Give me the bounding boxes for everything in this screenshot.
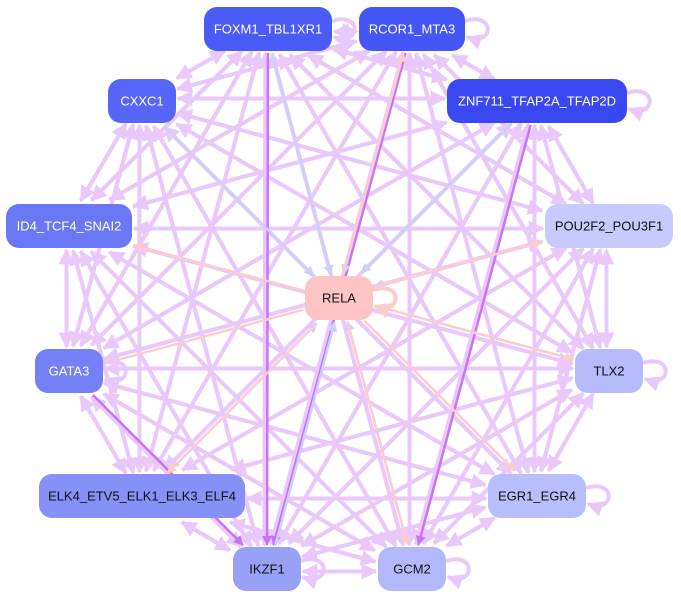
- self-loops-layer: [102, 17, 668, 590]
- edge-ikzf1-to-cxxc1: [141, 124, 261, 547]
- edge-tlx2-to-cxxc1: [175, 122, 573, 355]
- edges-layer: [58, 23, 615, 580]
- node-label: RELA: [322, 291, 356, 306]
- edge-rela-to-elk4_etv5_elk1_elk3_elf4: [166, 322, 318, 475]
- edge-rela-to-pou2f2_pou3f1: [374, 239, 544, 288]
- edge-pou2f2_pou3f1-to-rcor1_mta3: [432, 53, 585, 206]
- self-loop-tlx2: [642, 359, 668, 392]
- node-label: CXXC1: [120, 94, 163, 109]
- edge-gcm2-to-znf711_tfap2a_tfap2d: [414, 122, 533, 545]
- node-label: ZNF711_TFAP2A_TFAP2D: [458, 94, 616, 109]
- self-loop-ikzf1: [300, 557, 326, 590]
- self-loop-gcm2: [445, 557, 471, 590]
- edge-elk4_etv5_elk1_elk3_elf4-to-pou2f2_pou3f1: [181, 246, 568, 472]
- node-pou2f2_pou3f1[interactable]: POU2F2_POU3F1: [545, 204, 673, 248]
- node-box: [233, 547, 301, 591]
- node-rela[interactable]: RELA: [305, 276, 373, 320]
- node-box: [35, 349, 103, 393]
- edge-elk4_etv5_elk1_elk3_elf4-to-foxm1_tbl1xr1: [144, 50, 264, 472]
- node-label: GCM2: [393, 562, 431, 577]
- node-box: [575, 349, 643, 393]
- node-elk4_etv5_elk1_elk3_elf4[interactable]: ELK4_ETV5_ELK1_ELK3_ELF4: [39, 474, 245, 518]
- node-box: [447, 79, 627, 123]
- edge-id4_tcf4_snai2-to-cxxc1: [79, 122, 128, 202]
- edge-ikzf1-to-elk4_etv5_elk1_elk3_elf4: [180, 520, 231, 552]
- edge-rela-to-gcm2: [346, 321, 410, 546]
- edge-egr1_egr4-to-rcor1_mta3: [412, 52, 531, 474]
- edge-znf711_tfap2a_tfap2d-to-rcor1_mta3: [451, 53, 496, 81]
- node-box: [305, 276, 373, 320]
- edge-ikzf1-to-pou2f2_pou3f1: [287, 246, 585, 545]
- self-loop-rcor1_mta3: [464, 17, 490, 50]
- edge-cxxc1-to-foxm1_tbl1xr1: [175, 49, 227, 80]
- self-loop-foxm1_tbl1xr1: [331, 17, 357, 50]
- node-box: [6, 204, 132, 248]
- edge-elk4_etv5_elk1_elk3_elf4-to-gata3: [79, 394, 128, 475]
- edge-egr1_egr4-to-tlx2: [546, 392, 595, 472]
- edge-rela-to-id4_tcf4_snai2: [132, 242, 303, 292]
- edge-gata3-to-znf711_tfap2a_tfap2d: [102, 121, 496, 350]
- edge-rela-to-tlx2: [375, 304, 575, 362]
- edge-egr1_egr4-to-id4_tcf4_snai2: [107, 250, 496, 476]
- self-loop-rela: [372, 286, 398, 319]
- node-box: [108, 79, 176, 123]
- self-loop-egr1_egr4: [585, 484, 611, 517]
- node-label: IKZF1: [249, 562, 284, 577]
- edge-gcm2-to-cxxc1: [151, 124, 398, 548]
- node-box: [204, 7, 332, 51]
- edge-ikzf1-to-gata3: [89, 395, 243, 549]
- edge-id4_tcf4_snai2-to-znf711_tfap2a_tfap2d: [132, 118, 449, 209]
- nodes-layer: FOXM1_TBL1XR1 RCOR1_MTA3ZNF711_TFAP2A_TFA…: [6, 7, 673, 591]
- node-rcor1_mta3[interactable]: RCOR1_MTA3: [359, 7, 465, 51]
- edge-gcm2-to-tlx2: [432, 391, 585, 545]
- edge-ikzf1-to-foxm1_tbl1xr1: [257, 51, 274, 545]
- node-gata3[interactable]: GATA3: [35, 349, 103, 393]
- node-label: RCOR1_MTA3: [369, 22, 455, 37]
- node-box: [359, 7, 465, 51]
- edge-gcm2-to-egr1_egr4: [445, 516, 497, 548]
- edge-rela-to-egr1_egr4: [363, 319, 516, 472]
- node-label: GATA3: [49, 364, 90, 379]
- self-loop-gata3: [102, 359, 128, 392]
- node-label: POU2F2_POU3F1: [555, 219, 663, 234]
- edge-rela-to-gata3: [104, 308, 304, 366]
- node-label: EGR1_EGR4: [498, 489, 576, 504]
- edge-ikzf1-to-znf711_tfap2a_tfap2d: [276, 122, 523, 545]
- edge-cxxc1-to-rela: [163, 125, 315, 277]
- strong-edge-foxm1_tbl1xr1-to-ikzf1: [262, 52, 273, 546]
- self-loop-znf711_tfap2a_tfap2d: [626, 89, 652, 122]
- node-cxxc1[interactable]: CXXC1: [108, 79, 176, 123]
- edge-gcm2-to-id4_tcf4_snai2: [89, 250, 388, 549]
- node-egr1_egr4[interactable]: EGR1_EGR4: [488, 474, 586, 518]
- edge-rela-to-rcor1_mta3: [342, 51, 407, 274]
- edge-gcm2-to-pou2f2_pou3f1: [421, 247, 595, 545]
- edge-gcm2-to-elk4_etv5_elk1_elk3_elf4: [228, 518, 376, 564]
- node-ikzf1[interactable]: IKZF1: [233, 547, 301, 591]
- node-label: ID4_TCF4_SNAI2: [17, 219, 122, 234]
- node-label: TLX2: [593, 364, 624, 379]
- node-label: ELK4_ETV5_ELK1_ELK3_ELF4: [48, 489, 236, 504]
- strong-edge-gata3-to-ikzf1: [92, 394, 244, 546]
- node-box: [378, 547, 446, 591]
- edge-elk4_etv5_elk1_elk3_elf4-to-rcor1_mta3: [151, 50, 398, 472]
- edge-pou2f2_pou3f1-to-znf711_tfap2a_tfap2d: [546, 124, 595, 205]
- node-box: [488, 474, 586, 518]
- edge-foxm1_tbl1xr1-to-rela: [271, 53, 334, 276]
- node-box: [545, 204, 673, 248]
- edge-elk4_etv5_elk1_elk3_elf4-to-tlx2: [230, 374, 574, 472]
- node-id4_tcf4_snai2[interactable]: ID4_TCF4_SNAI2: [6, 204, 132, 248]
- node-gcm2[interactable]: GCM2: [378, 547, 446, 591]
- strong-edge-znf711_tfap2a_tfap2d-to-gcm2: [415, 124, 532, 546]
- node-foxm1_tbl1xr1[interactable]: FOXM1_TBL1XR1: [204, 7, 332, 51]
- edge-ikzf1-to-rela: [274, 321, 338, 546]
- node-label: FOXM1_TBL1XR1: [214, 22, 322, 37]
- node-box: [39, 474, 245, 518]
- node-tlx2[interactable]: TLX2: [575, 349, 643, 393]
- edge-znf711_tfap2a_tfap2d-to-rela: [360, 122, 513, 274]
- edge-egr1_egr4-to-foxm1_tbl1xr1: [277, 52, 523, 475]
- edge-gcm2-to-gata3: [102, 392, 376, 553]
- node-znf711_tfap2a_tfap2d[interactable]: ZNF711_TFAP2A_TFAP2D: [447, 79, 627, 123]
